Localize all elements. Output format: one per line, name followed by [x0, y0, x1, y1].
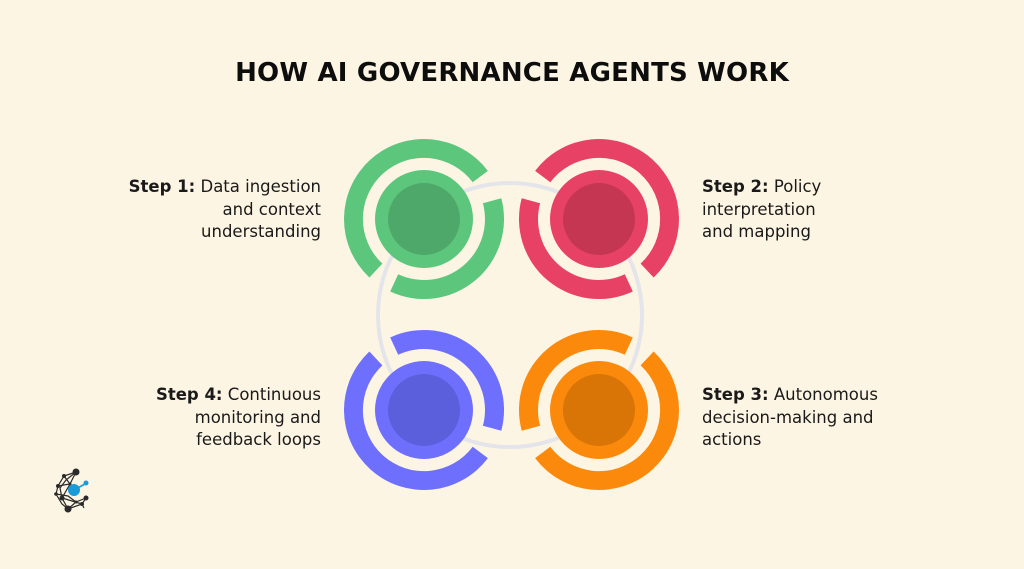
step-3-label: Step 3: Autonomous decision-making and a… [702, 384, 878, 452]
step-2-line-2: interpretation [702, 199, 816, 219]
step-1-node [343, 139, 505, 300]
network-nodes-logo-icon [54, 468, 89, 513]
step-3-line-3: actions [702, 430, 762, 449]
step-1-line-2: and context [222, 199, 321, 219]
step-2-label: Step 2: Policy interpretation and mappin… [702, 176, 821, 244]
step-2-title: Step 2: [702, 177, 769, 196]
step-1-line-3: understanding [201, 222, 321, 241]
page-title: HOW AI GOVERNANCE AGENTS WORK [235, 58, 789, 88]
outer-ring-arc [518, 198, 633, 300]
step-2-line-1: Policy [773, 177, 822, 196]
outer-ring-arc [390, 329, 505, 431]
connector-ring [376, 181, 644, 449]
core-circle [563, 374, 635, 446]
step-1-line-1: Data ingestion [200, 177, 321, 196]
outer-ring-arc [343, 351, 488, 490]
step-2-node [518, 139, 680, 300]
step-4-line-1: Continuous [227, 385, 321, 404]
core-circle [563, 183, 635, 255]
step-4-node [343, 329, 505, 490]
outer-ring-arc [343, 139, 488, 278]
step-4-line-3: feedback loops [196, 430, 321, 449]
step-3-line-2: decision-making and [702, 407, 874, 427]
outer-ring-arc [518, 329, 633, 431]
core-circle [388, 183, 460, 255]
step-3-line-1: Autonomous [773, 385, 878, 404]
step-3-node [518, 329, 680, 490]
step-3-title: Step 3: [702, 385, 769, 404]
step-4-line-2: monitoring and [194, 407, 321, 427]
step-4-label: Step 4: Continuous monitoring and feedba… [156, 384, 321, 452]
outer-ring-arc [535, 351, 680, 490]
core-circle [388, 374, 460, 446]
step-1-title: Step 1: [128, 177, 196, 196]
step-1-label: Step 1: Data ingestion and context under… [129, 176, 321, 244]
step-4-title: Step 4: [155, 385, 223, 404]
outer-ring-arc [390, 198, 505, 300]
step-2-line-3: and mapping [702, 222, 811, 241]
outer-ring-arc [535, 139, 680, 278]
